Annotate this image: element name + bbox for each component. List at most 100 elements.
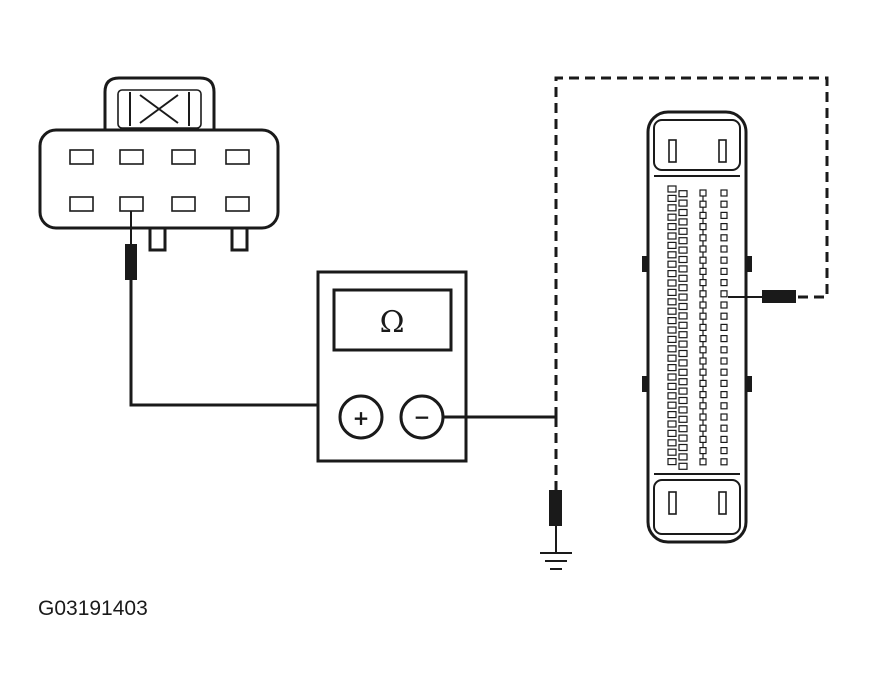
- module-pin: [720, 357, 728, 365]
- module-pin: [699, 267, 707, 275]
- module-pin: [667, 204, 677, 212]
- backprobe-tip: [762, 290, 796, 303]
- sensor-connector: [38, 76, 280, 252]
- module-pin: [667, 241, 677, 249]
- module-pin: [699, 312, 707, 320]
- module-pin: [667, 392, 677, 400]
- meter-display: [332, 288, 453, 352]
- module-pin: [720, 256, 728, 264]
- positive-test-lead: [125, 211, 338, 407]
- module-pin: [678, 462, 688, 470]
- module-pin: [678, 331, 688, 339]
- module-pin: [678, 321, 688, 329]
- module-pin: [720, 267, 728, 275]
- module-pin: [678, 218, 688, 226]
- module-pin: [678, 227, 688, 235]
- module-pin: [720, 290, 728, 298]
- module-pin: [678, 208, 688, 217]
- module-pin: [720, 189, 728, 197]
- ground-probe-tip: [549, 490, 562, 526]
- module-pin: [699, 189, 707, 197]
- module-pin: [667, 401, 677, 409]
- module-pin: [678, 255, 688, 264]
- module-pin: [667, 382, 677, 390]
- connector-pins: [69, 149, 250, 212]
- module-pin: [720, 312, 728, 320]
- module-pin: [720, 391, 728, 399]
- module-pin: [699, 368, 707, 376]
- module-pin: [678, 284, 688, 292]
- module-pin: [699, 256, 707, 264]
- module-pin: [667, 345, 677, 353]
- module-pin: [667, 458, 677, 466]
- module-pin: [699, 301, 707, 309]
- module-pin: [699, 200, 707, 208]
- module-pin: [720, 245, 728, 253]
- module-pin: [699, 413, 707, 421]
- module-pin: [667, 288, 677, 296]
- module-pin: [667, 307, 677, 315]
- module-pin: [699, 357, 707, 365]
- module-pin: [667, 251, 677, 259]
- module-pin: [678, 443, 688, 452]
- figure-id-label: G03191403: [38, 597, 148, 620]
- module-pin: [667, 326, 677, 334]
- module-pin: [699, 447, 707, 455]
- module-pin: [678, 396, 688, 405]
- module-pin: [699, 346, 707, 354]
- module-pin: [720, 223, 728, 231]
- module-pin: [678, 349, 688, 358]
- module-pin: [720, 447, 728, 455]
- module-pin: [720, 323, 728, 331]
- alternate-lead-path: [554, 76, 829, 490]
- module-pin: [678, 453, 688, 461]
- module-pin: [667, 279, 677, 287]
- module-pin: [720, 234, 728, 242]
- module-pin: [720, 379, 728, 387]
- module-pin: [678, 434, 688, 442]
- module-pin: [720, 413, 728, 421]
- module-pin: [667, 232, 677, 240]
- module-pin: [678, 359, 688, 367]
- module-pin: [720, 279, 728, 287]
- module-pin: [678, 425, 688, 433]
- module-pin: [678, 406, 688, 414]
- module-pin: [667, 364, 677, 372]
- module-pin: [699, 223, 707, 231]
- module-pin: [667, 373, 677, 381]
- module-pin: [720, 402, 728, 410]
- module-pin: [699, 424, 707, 432]
- module-pin: [678, 246, 688, 254]
- module-pin: [667, 185, 677, 193]
- ground-icon: [540, 552, 572, 570]
- module-pin: [678, 274, 688, 282]
- module-pin: [667, 439, 677, 447]
- ohmmeter: Ω + −: [316, 270, 468, 463]
- module-pin: [667, 420, 677, 428]
- module-pin: [667, 194, 677, 202]
- module-pin: [699, 211, 707, 219]
- probe-tip-connector: [125, 244, 137, 280]
- module-pin: [678, 237, 688, 245]
- module-pin: [699, 323, 707, 331]
- module-pin: [699, 335, 707, 343]
- ohm-symbol: Ω: [380, 305, 405, 340]
- module-pin: [667, 213, 677, 221]
- module-pin: [720, 200, 728, 208]
- negative-terminal-label: −: [414, 405, 431, 429]
- module-pin: [720, 301, 728, 309]
- module-pin: [667, 223, 677, 231]
- module-pin: [667, 317, 677, 325]
- module-pin: [699, 234, 707, 242]
- module-pin: [678, 265, 688, 273]
- module-pin: [667, 448, 677, 456]
- module-pin: [720, 458, 728, 466]
- module-pin: [720, 335, 728, 343]
- module-pin: [720, 424, 728, 432]
- module-pin: [667, 335, 677, 343]
- module-pin: [699, 402, 707, 410]
- module-pin: [699, 379, 707, 387]
- module-pin: [678, 199, 688, 207]
- positive-terminal: [338, 394, 384, 440]
